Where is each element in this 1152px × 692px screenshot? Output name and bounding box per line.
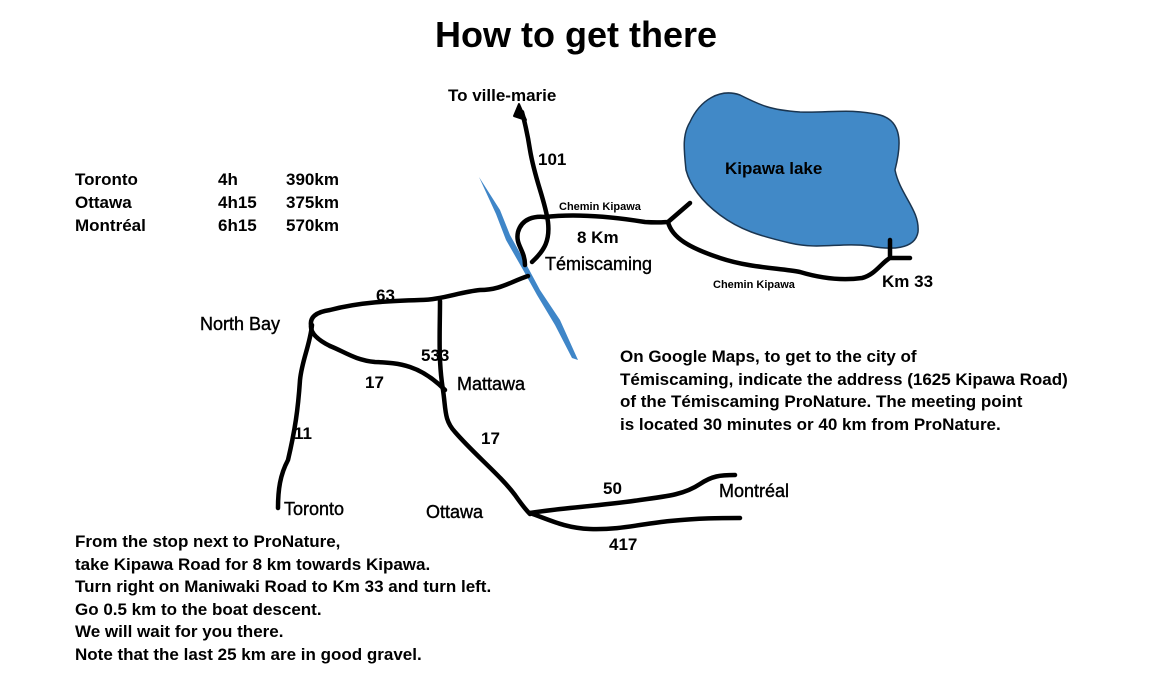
note-line: On Google Maps, to get to the city of	[620, 347, 917, 366]
time-cell: 4h15	[218, 193, 257, 212]
road-17-west-label: 17	[365, 373, 384, 392]
table-row: Ottawa 4h15 375km	[75, 191, 339, 214]
road-63	[308, 273, 531, 349]
time-cell: 4h	[218, 170, 238, 189]
note-line: of the Témiscaming ProNature. The meetin…	[620, 392, 1023, 411]
table-row: Toronto 4h 390km	[75, 168, 339, 191]
direction-line: From the stop next to ProNature,	[75, 532, 341, 551]
note-line: is located 30 minutes or 40 km from ProN…	[620, 414, 1001, 434]
road-101-label: 101	[538, 150, 567, 169]
river	[479, 177, 578, 360]
note-line: Témiscaming, indicate the address (1625 …	[620, 369, 1068, 389]
direction-line: Turn right on Maniwaki Road to Km 33 and…	[75, 577, 492, 596]
city-toronto: Toronto	[284, 499, 345, 519]
city-cell: Toronto	[75, 170, 138, 189]
road-chemin-kipawa-upper	[542, 200, 693, 225]
road-17-east-label: 17	[481, 429, 500, 448]
city-mattawa: Mattawa	[457, 374, 526, 394]
direction-line: Note that the last 25 km are in good gra…	[75, 644, 422, 664]
chemin-kipawa-upper-label: Chemin Kipawa	[559, 201, 641, 213]
city-montreal: Montréal	[719, 481, 790, 501]
distance-cell: 390km	[286, 170, 339, 189]
city-ottawa: Ottawa	[426, 502, 484, 522]
road-417-label: 417	[609, 535, 638, 554]
road-417	[527, 510, 743, 532]
road-533	[437, 298, 533, 517]
lake-label: Kipawa lake	[725, 159, 823, 178]
directions-text: From the stop next to ProNature, take Ki…	[75, 531, 491, 666]
city-cell: Montréal	[75, 216, 146, 235]
direction-line: We will wait for you there.	[75, 622, 284, 641]
road-17-west	[327, 343, 448, 393]
city-temiscaming: Témiscaming	[545, 254, 653, 274]
chemin-kipawa-lower-label: Chemin Kipawa	[713, 279, 795, 291]
kipawa-lake	[683, 92, 919, 249]
page-title: How to get there	[434, 14, 717, 55]
city-cell: Ottawa	[75, 193, 132, 212]
8km-label: 8 Km	[577, 228, 619, 247]
direction-line: take Kipawa Road for 8 km towards Kipawa…	[75, 554, 431, 574]
road-chemin-kipawa-lower	[665, 219, 913, 282]
road-50-label: 50	[603, 479, 622, 498]
road-101-arrow	[513, 103, 527, 121]
road-11	[275, 322, 315, 511]
road-50	[527, 472, 738, 516]
time-cell: 6h15	[218, 216, 257, 235]
table-row: Montréal 6h15 570km	[75, 214, 339, 237]
city-north-bay: North Bay	[200, 314, 281, 334]
road-101	[519, 109, 551, 265]
temiscaming-loop	[515, 214, 548, 268]
road-11-label: 11	[294, 424, 312, 443]
km33-label: Km 33	[882, 272, 934, 291]
road-63-label: 63	[376, 286, 395, 305]
road-533-label: 533	[421, 346, 450, 365]
to-ville-marie-label: To ville-marie	[448, 86, 557, 105]
distance-cell: 570km	[286, 216, 339, 235]
direction-line: Go 0.5 km to the boat descent.	[75, 599, 322, 619]
distance-cell: 375km	[286, 193, 339, 212]
google-maps-note: On Google Maps, to get to the city of Té…	[620, 346, 1068, 436]
travel-times-table: Toronto 4h 390km Ottawa 4h15 375km Montréal 6…	[75, 168, 339, 237]
